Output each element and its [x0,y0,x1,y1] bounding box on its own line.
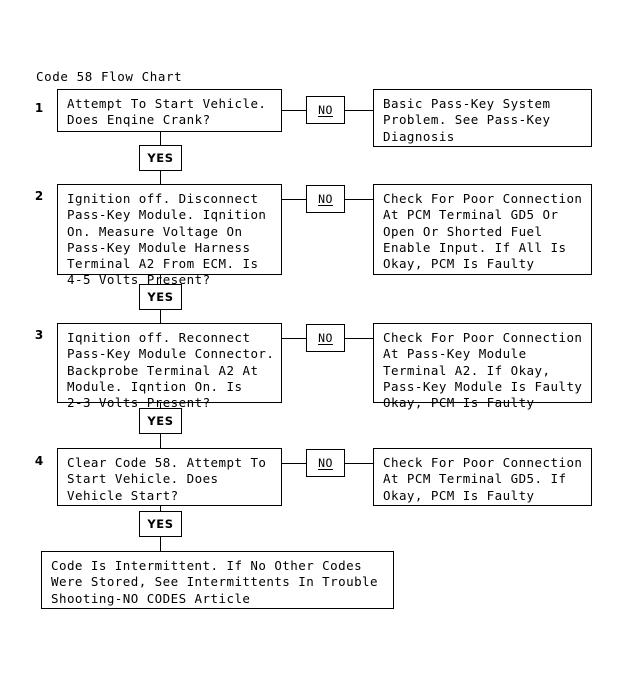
step-3-yes-label: YES [147,414,174,428]
step-1-question-text: Attempt To Start Vehicle. Does Enqine Cr… [67,96,267,128]
step-1-yes-label: YES [147,151,174,165]
connector-no-to-step-1-result [345,110,373,111]
step-2-no-label: NO [318,192,333,206]
step-number-2: 2 [34,189,44,203]
step-2-yes-label: YES [147,290,174,304]
conclusion-text: Code Is Intermittent. If No Other Codes … [51,558,379,606]
chart-title: Code 58 Flow Chart [36,69,183,84]
connector-step-1-to-no [282,110,306,111]
step-4-question-box[interactable]: Clear Code 58. Attempt To Start Vehicle.… [57,448,282,506]
step-2-yes-label-box[interactable]: YES [139,284,182,310]
step-2-no-result-text: Check For Poor Connection At PCM Termina… [383,191,583,272]
step-number-4: 4 [34,454,44,468]
connector-step-4-to-no [282,463,306,464]
connector-step-4-yes-top [160,506,161,511]
step-3-question-box[interactable]: Iqnition off. Reconnect Pass-Key Module … [57,323,282,410]
connector-step-2-to-no [282,199,306,200]
step-4-no-result-box[interactable]: Check For Poor Connection At PCM Termina… [373,448,592,506]
connector-no-to-step-4-result [345,463,373,464]
connector-step-2-yes-top [160,275,161,284]
step-4-no-label: NO [318,456,333,470]
step-3-no-label-box[interactable]: NO [306,324,345,352]
step-1-yes-label-box[interactable]: YES [139,145,182,171]
step-3-yes-label-box[interactable]: YES [139,408,182,434]
step-3-no-result-text: Check For Poor Connection At Pass-Key Mo… [383,330,583,411]
step-1-question-box[interactable]: Attempt To Start Vehicle. Does Enqine Cr… [57,89,282,132]
connector-no-to-step-3-result [345,338,373,339]
step-4-yes-label-box[interactable]: YES [139,511,182,537]
step-3-question-text: Iqnition off. Reconnect Pass-Key Module … [67,330,275,411]
connector-step-3-to-no [282,338,306,339]
step-4-no-result-text: Check For Poor Connection At PCM Termina… [383,455,583,503]
step-1-no-label-box[interactable]: NO [306,96,345,124]
connector-no-to-step-2-result [345,199,373,200]
step-1-no-result-box[interactable]: Basic Pass-Key System Problem. See Pass-… [373,89,592,147]
conclusion-box[interactable]: Code Is Intermittent. If No Other Codes … [41,551,394,609]
step-4-no-label-box[interactable]: NO [306,449,345,477]
connector-step-1-yes-bottom [160,171,161,184]
step-4-question-text: Clear Code 58. Attempt To Start Vehicle.… [67,455,267,503]
step-2-question-box[interactable]: Ignition off. Disconnect Pass-Key Module… [57,184,282,287]
connector-step-3-yes-top [160,403,161,408]
step-1-no-label: NO [318,103,333,117]
connector-step-4-yes-bottom [160,537,161,551]
step-4-yes-label: YES [147,517,174,531]
step-3-no-label: NO [318,331,333,345]
step-2-no-label-box[interactable]: NO [306,185,345,213]
connector-step-1-yes-top [160,132,161,145]
step-3-no-result-box[interactable]: Check For Poor Connection At Pass-Key Mo… [373,323,592,410]
connector-step-2-yes-bottom [160,310,161,323]
step-2-no-result-box[interactable]: Check For Poor Connection At PCM Termina… [373,184,592,275]
connector-step-3-yes-bottom [160,434,161,448]
step-1-no-result-text: Basic Pass-Key System Problem. See Pass-… [383,96,551,144]
step-number-1: 1 [34,101,44,115]
step-number-3: 3 [34,328,44,342]
step-2-question-text: Ignition off. Disconnect Pass-Key Module… [67,191,267,288]
